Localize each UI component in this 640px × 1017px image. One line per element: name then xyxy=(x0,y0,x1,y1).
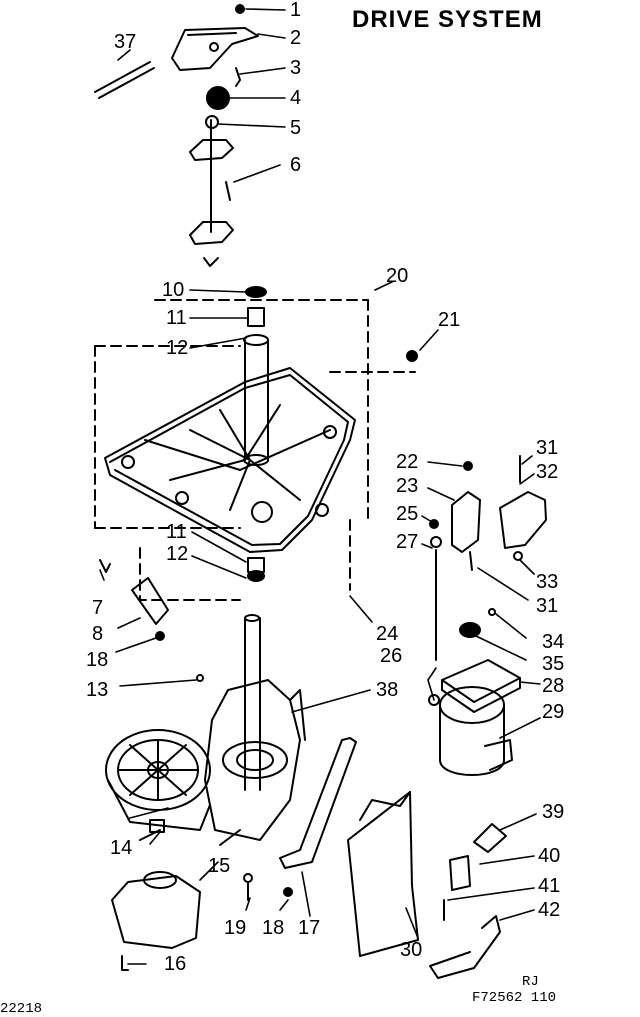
callout-12-lower: 12 xyxy=(166,543,189,565)
callout-34: 34 xyxy=(542,631,565,653)
callout-21: 21 xyxy=(438,309,461,331)
callout-15: 15 xyxy=(208,855,231,877)
callout-6: 6 xyxy=(290,154,302,176)
callout-22: 22 xyxy=(396,451,419,473)
callout-23: 23 xyxy=(396,475,419,497)
nut-part-21 xyxy=(406,350,418,362)
bolt-part-13 xyxy=(196,674,204,682)
callout-1: 1 xyxy=(290,0,302,21)
callout-7: 7 xyxy=(92,597,104,619)
page-title: DRIVE SYSTEM xyxy=(352,6,543,33)
small-parts-39-42 xyxy=(429,823,507,979)
callout-24: 24 xyxy=(376,623,399,645)
pump-part-29 xyxy=(439,686,513,776)
footer-code-bottom: F72562 110 xyxy=(472,990,557,1006)
callout-29: 29 xyxy=(542,701,565,723)
callout-27: 27 xyxy=(396,531,419,553)
rod-part-37 xyxy=(94,61,155,99)
callout-31-top: 31 xyxy=(536,437,559,459)
callout-18: 18 xyxy=(86,649,109,671)
callout-41: 41 xyxy=(538,875,561,897)
callout-8: 8 xyxy=(92,623,104,645)
leader-lines xyxy=(99,8,541,965)
callout-26: 26 xyxy=(380,645,403,667)
callout-37: 37 xyxy=(114,31,137,53)
callout-11: 11 xyxy=(166,307,187,329)
callout-14: 14 xyxy=(110,837,133,859)
callout-10: 10 xyxy=(162,279,185,301)
callout-35: 35 xyxy=(542,653,565,675)
footer-code-top: RJ xyxy=(522,974,539,990)
bracket-assembly-right xyxy=(429,455,547,661)
callout-38: 38 xyxy=(376,679,399,701)
motor-part-15 xyxy=(111,871,293,971)
callout-42: 42 xyxy=(538,899,561,921)
callout-28: 28 xyxy=(542,675,565,697)
callout-5: 5 xyxy=(290,117,302,139)
callout-13: 13 xyxy=(86,679,109,701)
lever-part-8 xyxy=(99,559,169,641)
callout-33: 33 xyxy=(536,571,559,593)
callout-2: 2 xyxy=(290,27,302,49)
base-plate-part-20 xyxy=(104,286,356,582)
callout-4: 4 xyxy=(290,87,302,109)
callout-39: 39 xyxy=(542,801,565,823)
callout-17: 17 xyxy=(298,917,321,939)
callout-19: 19 xyxy=(224,917,247,939)
panel-part-30 xyxy=(347,791,419,957)
top-bracket-part xyxy=(171,4,259,267)
callout-16: 16 xyxy=(164,953,187,975)
callout-32: 32 xyxy=(536,461,559,483)
callout-20: 20 xyxy=(386,265,409,287)
footer-corner-code: 22218 xyxy=(0,1001,43,1017)
callout-30: 30 xyxy=(400,939,423,961)
transmission-part-38 xyxy=(105,614,306,846)
pulley-bracket-part-28 xyxy=(428,608,521,713)
callout-18-lower: 18 xyxy=(262,917,285,939)
callout-25: 25 xyxy=(396,503,419,525)
strap-part-17 xyxy=(279,737,357,869)
callout-3: 3 xyxy=(290,57,302,79)
callout-31-bottom: 31 xyxy=(536,595,559,617)
callout-12: 12 xyxy=(166,337,189,359)
callout-11-lower: 11 xyxy=(166,521,187,543)
callout-40: 40 xyxy=(538,845,561,867)
